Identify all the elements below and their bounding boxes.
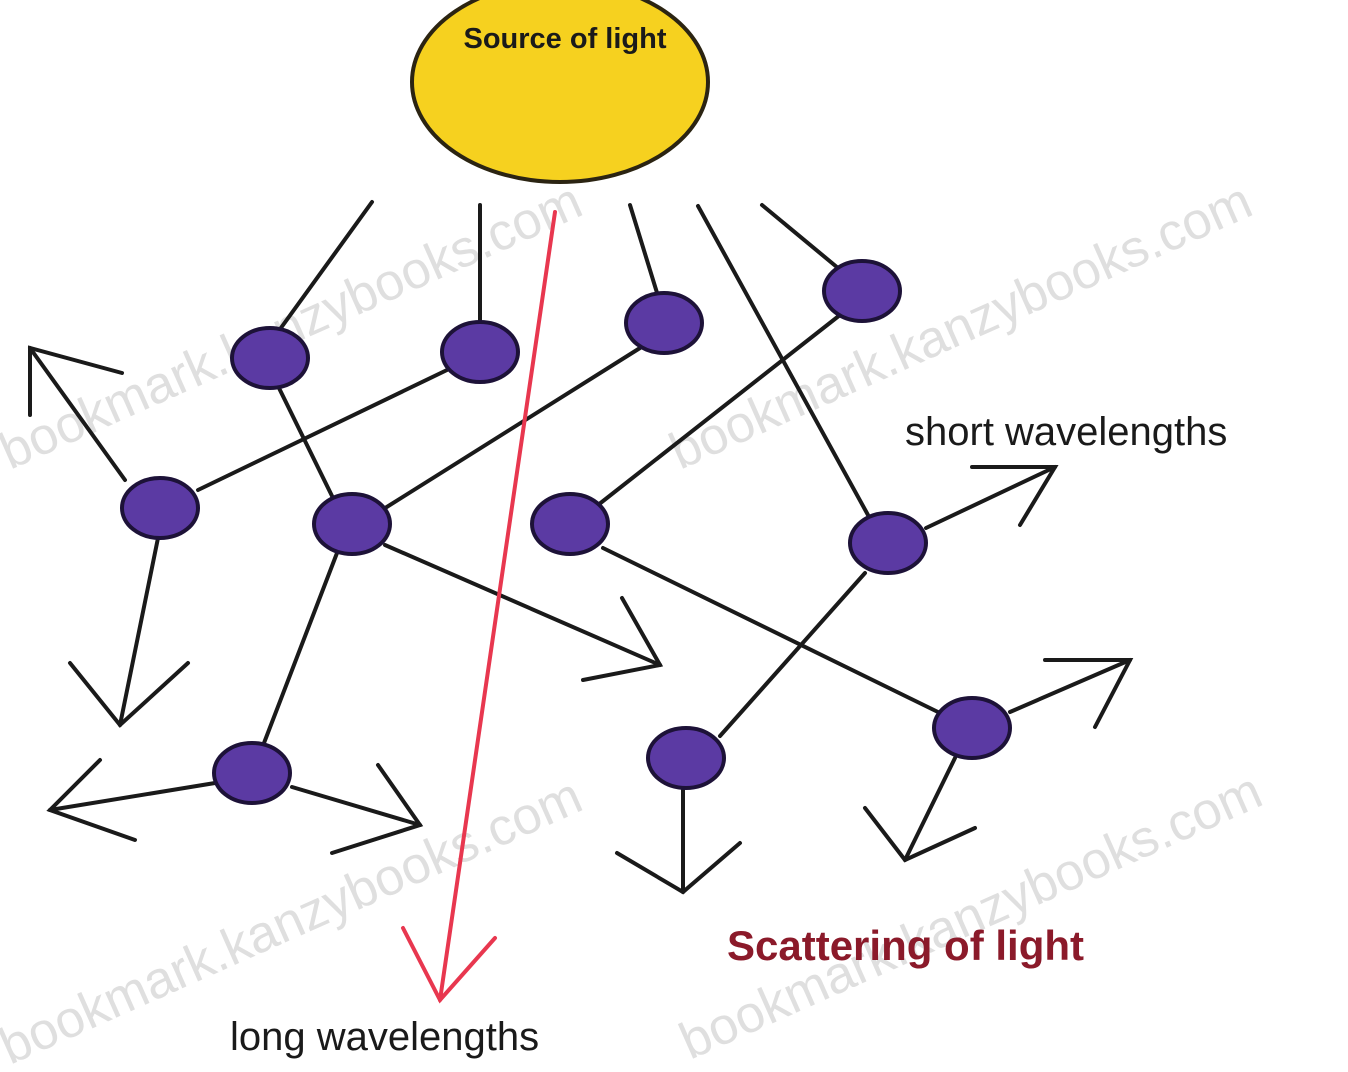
scatter-arrow-shaft bbox=[48, 781, 217, 812]
diagram-title: Scattering of light bbox=[727, 922, 1084, 969]
scatter-arrow-shaft bbox=[383, 543, 662, 667]
long-wavelengths-label: long wavelengths bbox=[230, 1015, 539, 1059]
long-wavelength-ray bbox=[401, 210, 557, 1004]
arrowhead bbox=[28, 345, 124, 417]
scatter-arrow-shaft bbox=[28, 346, 127, 482]
particle bbox=[646, 726, 726, 790]
incoming-ray bbox=[628, 203, 660, 298]
particle bbox=[440, 320, 520, 384]
arrowhead bbox=[1043, 658, 1134, 729]
particle bbox=[530, 492, 610, 556]
connector-line bbox=[276, 384, 335, 500]
red-ray bbox=[438, 210, 557, 1002]
red-arrowhead bbox=[401, 926, 497, 1004]
connector-line bbox=[596, 313, 842, 507]
incoming-ray bbox=[760, 203, 840, 270]
connector-line bbox=[262, 551, 339, 745]
arrowhead bbox=[68, 661, 190, 728]
particle bbox=[120, 476, 200, 540]
particle bbox=[312, 492, 392, 556]
particle bbox=[624, 291, 704, 355]
short-wavelengths-label: short wavelengths bbox=[905, 410, 1227, 454]
particle bbox=[230, 326, 310, 390]
particle bbox=[932, 696, 1012, 760]
particle bbox=[212, 741, 292, 805]
connector-line bbox=[601, 546, 942, 715]
particles bbox=[120, 259, 1012, 805]
sun-shape bbox=[410, 0, 710, 184]
scatter-arrow-shaft bbox=[1008, 658, 1132, 714]
arrowhead bbox=[46, 758, 137, 842]
scatter-arrow-shaft bbox=[903, 756, 957, 862]
arrowhead bbox=[581, 596, 664, 682]
incoming-ray bbox=[276, 200, 374, 334]
scatter-arrow-shaft bbox=[924, 465, 1057, 530]
watermark-text: bookmark.kanzybooks.com bbox=[671, 762, 1270, 1071]
connector-line bbox=[380, 346, 642, 512]
scatter-arrow-shaft bbox=[118, 536, 160, 727]
arrowhead bbox=[863, 806, 977, 863]
particle bbox=[848, 511, 928, 575]
particle bbox=[822, 259, 902, 323]
connector-line bbox=[718, 571, 867, 738]
arrowhead bbox=[615, 841, 742, 895]
scatter-arrow-shaft bbox=[290, 785, 422, 827]
light-source: Source of light bbox=[410, 0, 710, 184]
arrowhead bbox=[970, 465, 1059, 527]
connector-line bbox=[196, 368, 449, 492]
scatter-lines bbox=[28, 200, 1134, 895]
source-label: Source of light bbox=[464, 23, 667, 55]
arrowhead bbox=[330, 763, 424, 855]
